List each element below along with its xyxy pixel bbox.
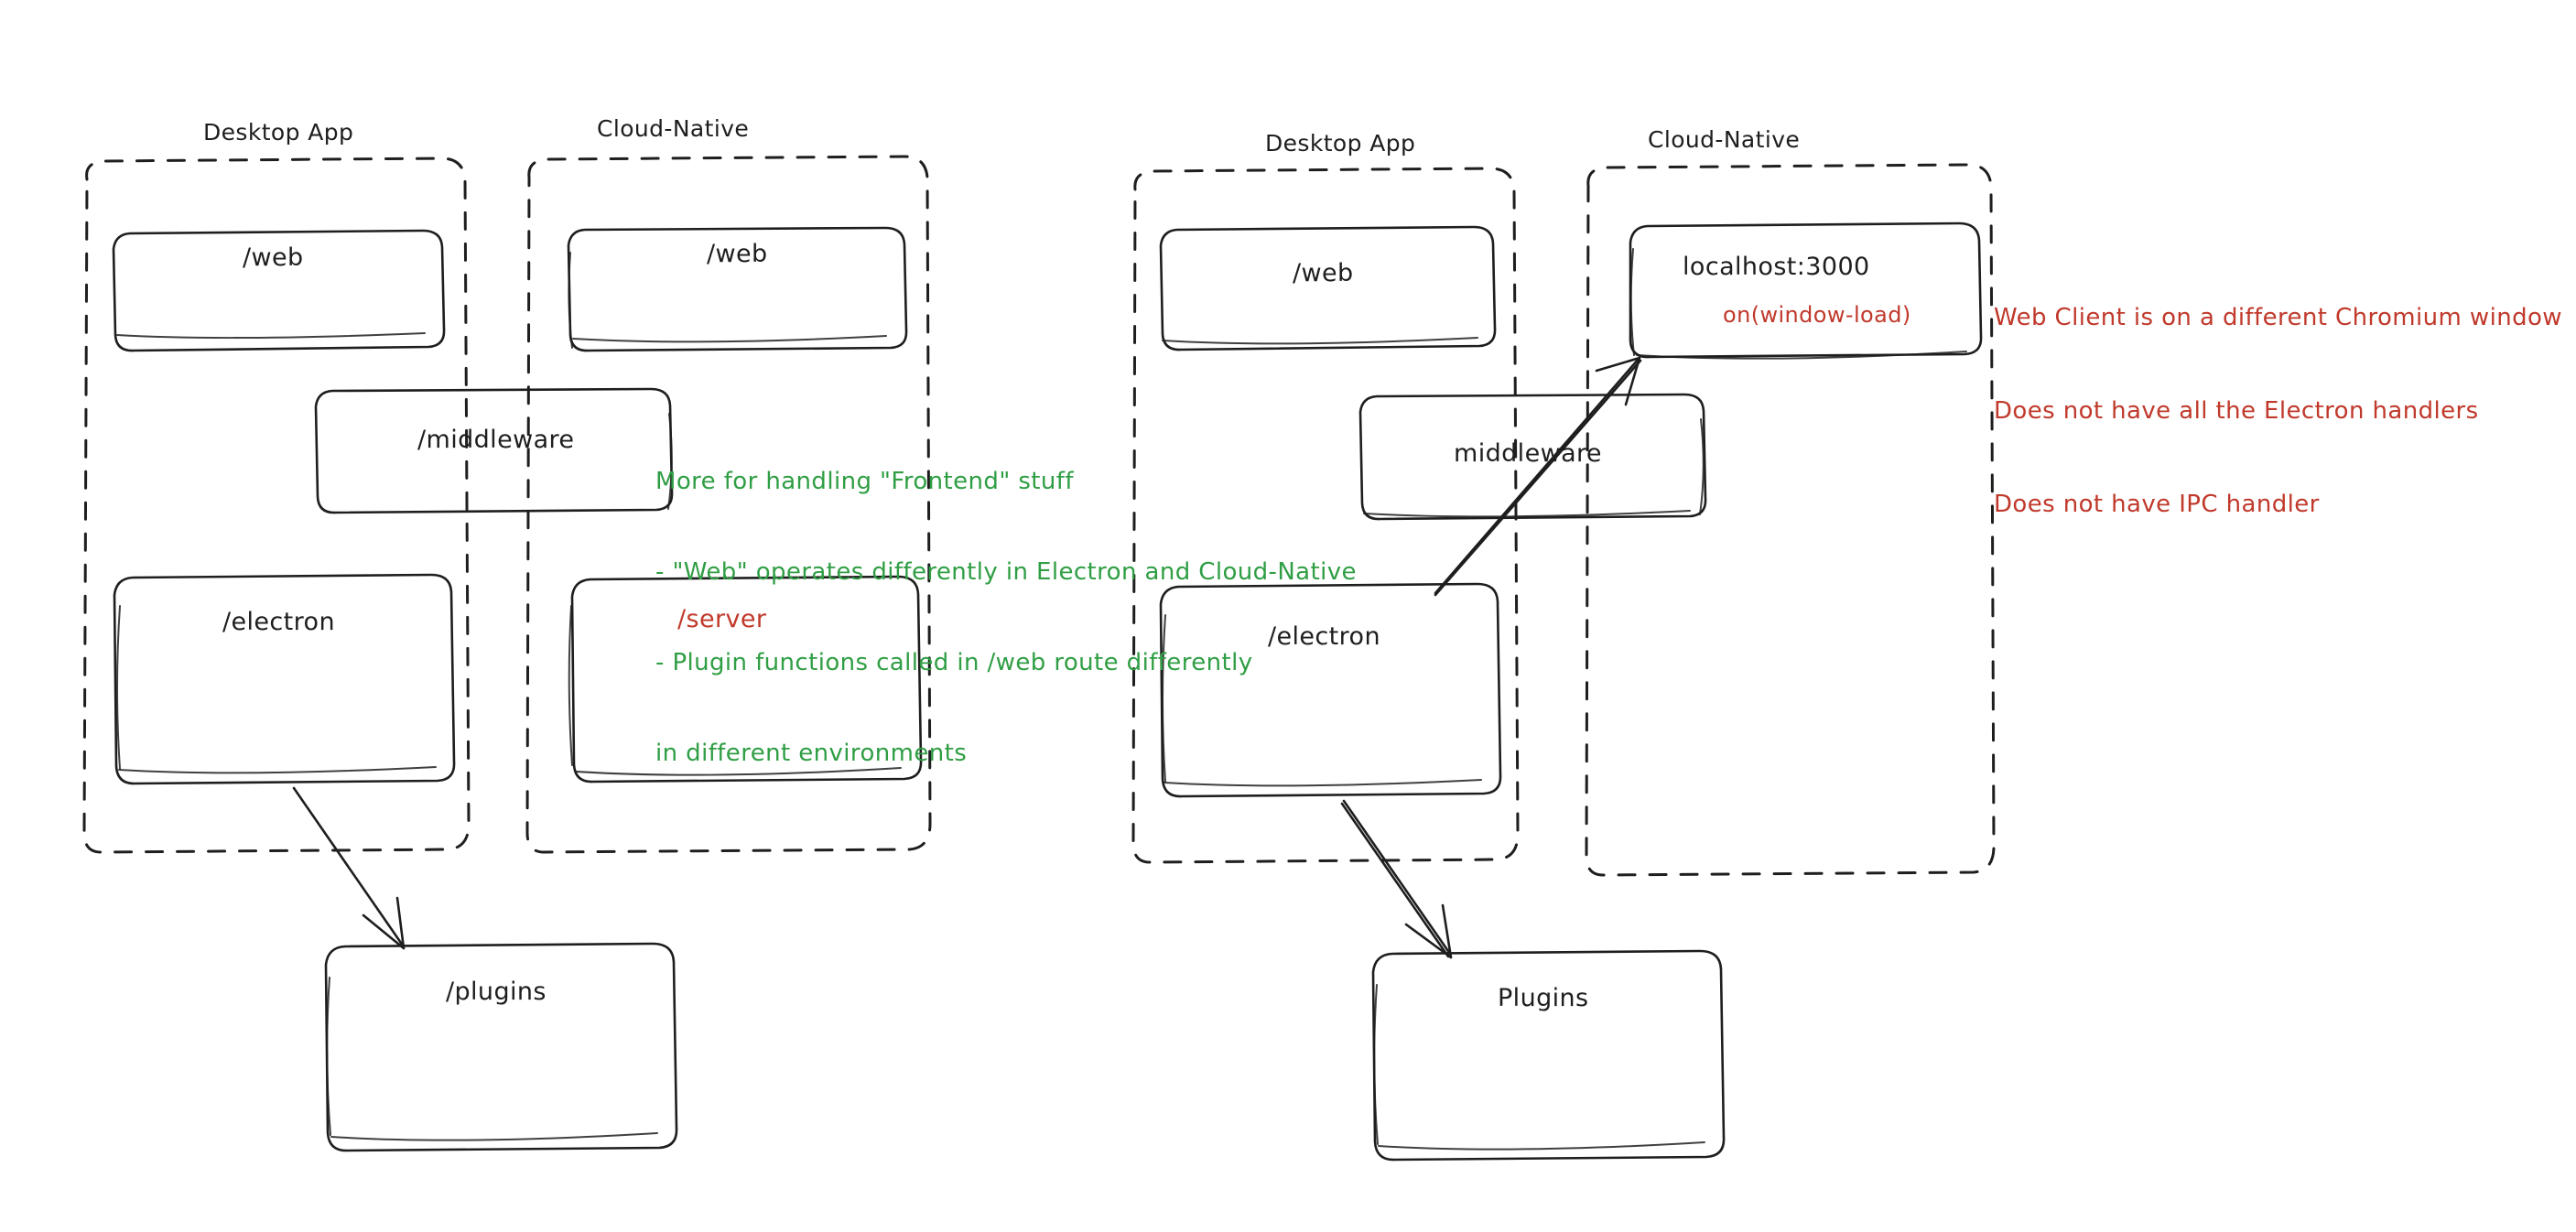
- box-label-right-desktop-web: /web: [1293, 259, 1354, 287]
- box-outline-left-electron: [113, 573, 456, 785]
- group-outline-right-cloud: [1585, 163, 1996, 877]
- note-right-red-line-1: Web Client is on a different Chromium wi…: [1994, 304, 2562, 331]
- group-outline-left-cloud: [525, 155, 932, 854]
- group-label-left-desktop: Desktop App: [203, 119, 354, 146]
- note-left-green-line-4: in different environments: [655, 740, 968, 767]
- group-label-left-cloud: Cloud-Native: [597, 115, 750, 142]
- group-label-right-desktop: Desktop App: [1265, 130, 1416, 157]
- box-label-right-localhost: localhost:3000: [1683, 253, 1870, 281]
- box-outline-right-localhost: [1629, 222, 1983, 360]
- box-sublabel-right-localhost: on(window-load): [1723, 302, 1911, 328]
- box-label-left-cloud-web: /web: [707, 240, 768, 268]
- arrow-right-electron-to-plugins: [1340, 799, 1453, 959]
- box-outline-left-desktop-web: [112, 229, 446, 352]
- note-right-red-line-3: Does not have IPC handler: [1994, 491, 2320, 518]
- box-label-right-plugins: Plugins: [1498, 984, 1589, 1012]
- group-outline-right-desktop: [1131, 167, 1520, 864]
- box-label-right-middleware: middleware: [1454, 439, 1602, 468]
- group-label-right-cloud: Cloud-Native: [1648, 126, 1801, 153]
- arrow-left-electron-to-plugins: [292, 786, 406, 950]
- note-left-green-line-3: - Plugin functions called in /web route …: [655, 649, 1253, 676]
- box-outline-left-middleware: [314, 387, 674, 514]
- box-outline-left-server: [568, 575, 923, 784]
- box-outline-right-electron: [1159, 582, 1502, 798]
- note-left-green-line-2: - "Web" operates differently in Electron…: [655, 558, 1357, 586]
- arrow-right-electron-to-localhost: [1434, 356, 1642, 597]
- note-right-red: Web Client is on a different Chromium wi…: [1994, 240, 2562, 582]
- box-label-left-desktop-web: /web: [243, 243, 304, 272]
- box-outline-left-plugins: [324, 942, 678, 1152]
- box-label-left-server: /server: [677, 605, 767, 633]
- box-label-left-middleware: /middleware: [417, 426, 575, 454]
- box-label-right-electron: /electron: [1268, 622, 1380, 651]
- box-label-left-electron: /electron: [222, 608, 335, 636]
- box-outline-right-plugins: [1371, 949, 1726, 1162]
- box-outline-right-middleware: [1358, 393, 1707, 521]
- note-left-green-line-1: More for handling "Frontend" stuff: [655, 468, 1074, 495]
- group-outline-left-desktop: [82, 157, 471, 854]
- note-right-red-line-2: Does not have all the Electron handlers: [1994, 397, 2479, 425]
- box-outline-right-desktop-web: [1159, 225, 1497, 351]
- note-left-green: More for handling "Frontend" stuff - "We…: [655, 406, 1357, 829]
- box-label-left-plugins: /plugins: [446, 978, 547, 1006]
- box-outline-left-cloud-web: [567, 226, 908, 352]
